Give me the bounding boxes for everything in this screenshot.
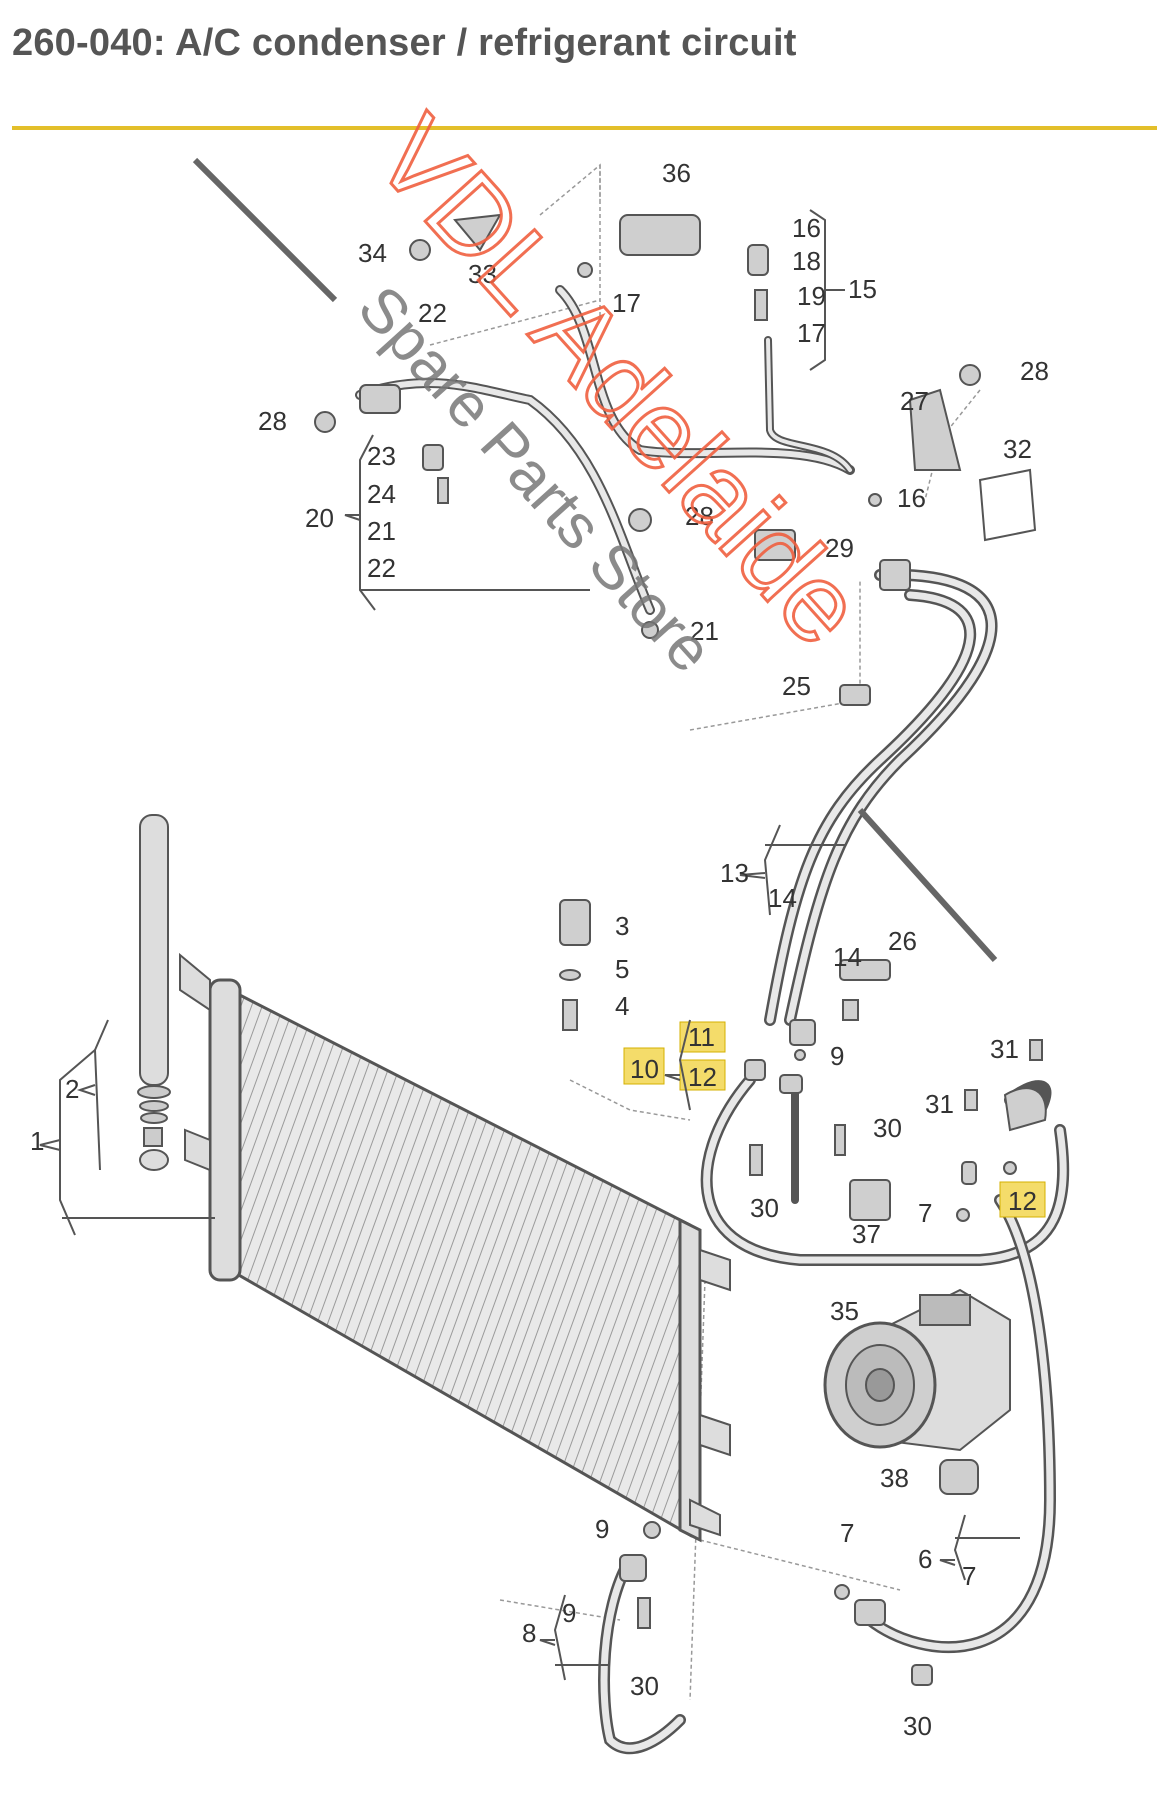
part-label-4: 4 <box>615 991 629 1021</box>
part-labels: 1 2 3 4 5 6 7 7 7 8 9 9 9 10 11 12 12 13… <box>30 158 1049 1741</box>
watermark-slash-bottom <box>857 807 998 963</box>
part-label-23: 23 <box>367 441 396 471</box>
part-label-1: 1 <box>30 1126 44 1156</box>
title-divider <box>12 126 1157 130</box>
page-title: 260-040: A/C condenser / refrigerant cir… <box>12 22 797 64</box>
part-label-5: 5 <box>615 954 629 984</box>
part-label-6: 6 <box>918 1544 932 1574</box>
part-label-3: 3 <box>615 911 629 941</box>
part-label-35: 35 <box>830 1296 859 1326</box>
bracket-lines <box>39 209 1020 1681</box>
part-label-14b: 14 <box>833 942 862 972</box>
part-label-34: 34 <box>358 238 387 268</box>
part-label-8: 8 <box>522 1618 536 1648</box>
part-label-7b: 7 <box>840 1518 854 1548</box>
watermark-slash-top <box>192 157 338 303</box>
part-label-25: 25 <box>782 671 811 701</box>
part-label-30c: 30 <box>630 1671 659 1701</box>
highlight-boxes <box>623 1021 1046 1218</box>
part-label-17b: 17 <box>797 318 826 348</box>
part-label-2: 2 <box>65 1074 79 1104</box>
part-label-31a: 31 <box>990 1034 1019 1064</box>
part-label-21b: 21 <box>690 616 719 646</box>
part-label-16a: 16 <box>792 213 821 243</box>
part-label-17a: 17 <box>612 288 641 318</box>
part-label-13: 13 <box>720 858 749 888</box>
refrigerant-lines <box>355 285 1070 1755</box>
part-label-29: 29 <box>825 533 854 563</box>
part-label-14a: 14 <box>768 883 797 913</box>
part-label-7a: 7 <box>918 1198 932 1228</box>
part-label-28c: 28 <box>685 501 714 531</box>
part-label-18: 18 <box>792 246 821 276</box>
part-label-7c: 7 <box>962 1561 976 1591</box>
part-label-28b: 28 <box>258 406 287 436</box>
part-label-36: 36 <box>662 158 691 188</box>
part-label-37: 37 <box>852 1219 881 1249</box>
part-label-32: 32 <box>1003 434 1032 464</box>
part-label-26: 26 <box>888 926 917 956</box>
receiver-drier <box>137 814 171 1171</box>
part-label-21a: 21 <box>367 516 396 546</box>
part-label-27: 27 <box>900 386 929 416</box>
part-label-31b: 31 <box>925 1089 954 1119</box>
part-label-10: 10 <box>630 1054 659 1084</box>
part-label-19: 19 <box>797 281 826 311</box>
part-label-33: 33 <box>468 259 497 289</box>
part-label-30a: 30 <box>873 1113 902 1143</box>
part-label-22b: 22 <box>367 553 396 583</box>
part-label-30d: 30 <box>903 1711 932 1741</box>
part-label-9c: 9 <box>562 1598 576 1628</box>
part-label-22a: 22 <box>418 298 447 328</box>
leader-lines <box>429 163 981 1701</box>
part-label-12a: 12 <box>688 1062 717 1092</box>
part-label-28a: 28 <box>1020 356 1049 386</box>
part-label-20: 20 <box>305 503 334 533</box>
small-components <box>314 213 1047 1686</box>
compressor <box>823 1288 1011 1452</box>
part-label-11: 11 <box>688 1022 715 1052</box>
part-label-16b: 16 <box>897 483 926 513</box>
part-label-9a: 9 <box>830 1041 844 1071</box>
part-label-9b: 9 <box>595 1514 609 1544</box>
part-label-38: 38 <box>880 1463 909 1493</box>
part-label-15: 15 <box>848 274 877 304</box>
part-label-24: 24 <box>367 479 396 509</box>
condenser <box>179 952 731 1543</box>
part-label-12b: 12 <box>1008 1186 1037 1216</box>
part-label-30b: 30 <box>750 1193 779 1223</box>
